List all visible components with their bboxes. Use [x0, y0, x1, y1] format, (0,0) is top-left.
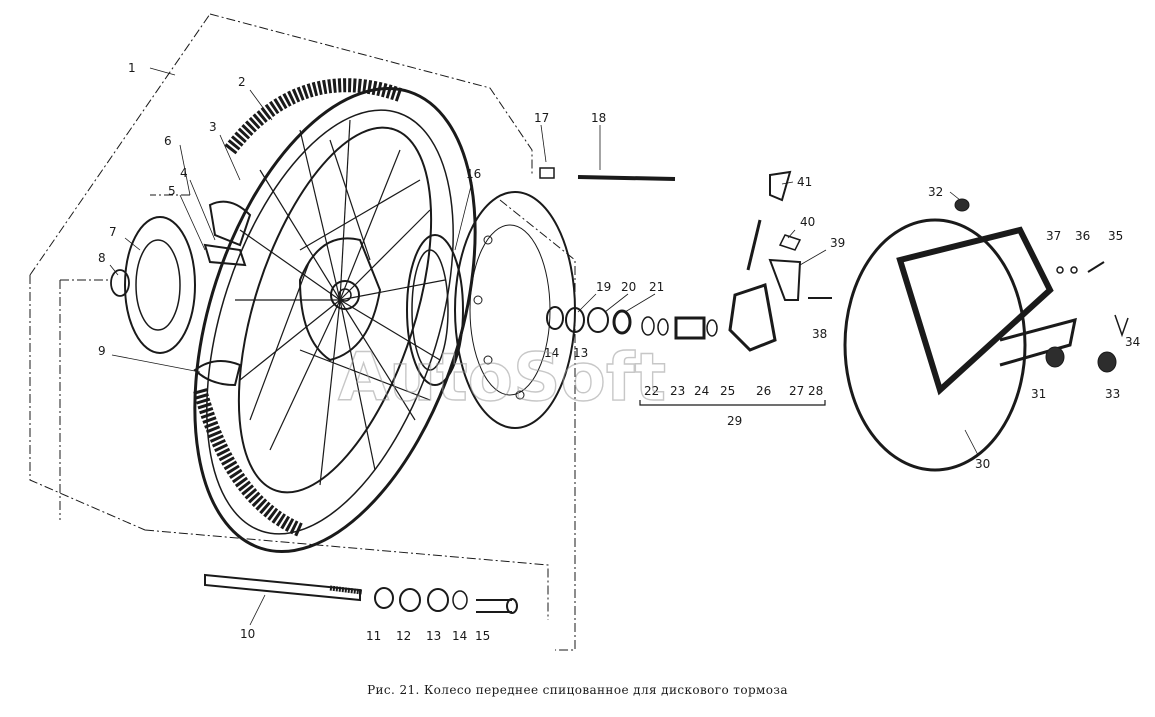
- axle-spacers: [374, 587, 518, 614]
- label-35: 35: [1108, 229, 1123, 243]
- label-1: 1: [128, 61, 136, 75]
- hub: [298, 237, 382, 362]
- figure-caption: Рис. 21. Колесо переднее спицованное для…: [367, 683, 788, 697]
- label-23: 23: [670, 384, 685, 398]
- label-41: 41: [797, 175, 812, 189]
- label-13-mid: 13: [573, 346, 588, 360]
- label-26: 26: [756, 384, 771, 398]
- label-11: 11: [366, 629, 381, 643]
- axle-bolt-18: [539, 167, 676, 181]
- label-31: 31: [1031, 387, 1046, 401]
- label-28: 28: [808, 384, 823, 398]
- label-14-mid: 14: [544, 346, 559, 360]
- bracket-29: [639, 400, 826, 406]
- label-18: 18: [591, 111, 606, 125]
- brake-caliper: [728, 170, 832, 352]
- label-6: 6: [164, 134, 172, 148]
- label-29: 29: [727, 414, 742, 428]
- label-16: 16: [466, 167, 481, 181]
- label-14: 14: [452, 629, 467, 643]
- label-34: 34: [1125, 335, 1140, 349]
- rim-and-spokes: [235, 119, 446, 494]
- label-19: 19: [596, 280, 611, 294]
- label-2: 2: [238, 75, 246, 89]
- label-38: 38: [812, 327, 827, 341]
- label-32: 32: [928, 185, 943, 199]
- label-4: 4: [180, 166, 188, 180]
- leader-lines: [109, 67, 979, 626]
- label-27: 27: [789, 384, 804, 398]
- label-33: 33: [1105, 387, 1120, 401]
- label-8: 8: [98, 251, 106, 265]
- label-9: 9: [98, 344, 106, 358]
- valve-parts: [193, 243, 247, 387]
- label-3: 3: [209, 120, 217, 134]
- label-12: 12: [396, 629, 411, 643]
- label-10: 10: [240, 627, 255, 641]
- label-25: 25: [720, 384, 735, 398]
- label-7: 7: [109, 225, 117, 239]
- label-22: 22: [644, 384, 659, 398]
- tire: [193, 78, 477, 553]
- label-36: 36: [1075, 229, 1090, 243]
- part-labels: 1 2 3 4 5 6 7 8 9 10 11 12 13 14 15 16 1…: [98, 61, 1140, 643]
- brake-disc: [406, 234, 464, 386]
- bearing-stack: [546, 306, 718, 340]
- label-30: 30: [975, 457, 990, 471]
- label-21: 21: [649, 280, 664, 294]
- label-5: 5: [168, 184, 176, 198]
- label-37: 37: [1046, 229, 1061, 243]
- watermark: AutoSoft: [338, 339, 666, 416]
- hub-cap: [110, 216, 196, 354]
- label-17: 17: [534, 111, 549, 125]
- label-40: 40: [800, 215, 815, 229]
- label-39: 39: [830, 236, 845, 250]
- front-axle-10: [204, 573, 363, 602]
- label-20: 20: [621, 280, 636, 294]
- label-13: 13: [426, 629, 441, 643]
- assembly-outline: [29, 13, 576, 651]
- label-15: 15: [475, 629, 490, 643]
- brake-housing: [843, 198, 1129, 472]
- label-24: 24: [694, 384, 709, 398]
